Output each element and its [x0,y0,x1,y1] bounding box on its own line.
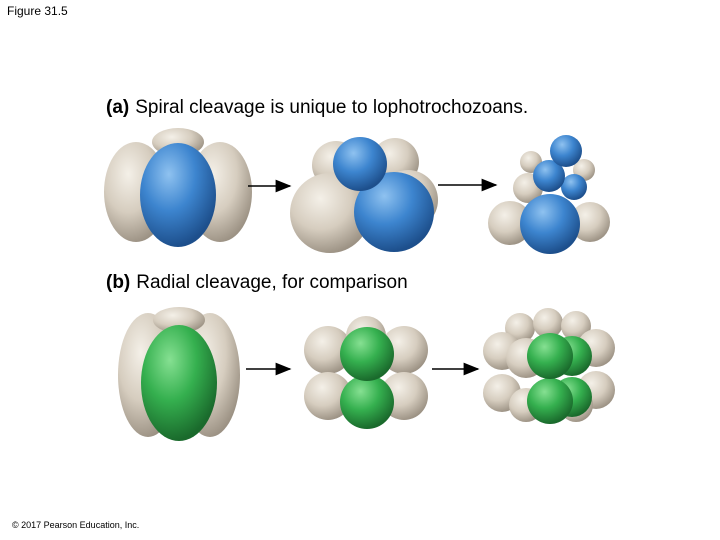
panel-a-tag: (a) [106,97,130,118]
spiral-8-cell-embryo [290,137,438,253]
panel-a-caption: Spiral cleavage is unique to lophotrocho… [135,97,529,118]
panel-b-title: (b)Radial cleavage, for comparison [106,272,408,294]
blue-micromere [333,137,387,191]
copyright-credit: © 2017 Pearson Education, Inc. [12,520,140,530]
radial-4-cell-embryo [118,307,240,441]
green-cell-upper [527,333,573,379]
blue-blastomere [140,143,216,247]
radial-8-cell-embryo [304,316,428,429]
panel-b-tag: (b) [106,272,131,293]
green-cell-upper [340,327,394,381]
green-blastomere [141,325,217,441]
blue-cell-middle [533,160,565,192]
green-cell-lower [340,375,394,429]
panel-b-caption: Radial cleavage, for comparison [136,272,408,293]
blue-cell-bottom [520,194,580,254]
figure-label: Figure 31.5 [7,4,68,18]
spiral-4-cell-embryo [104,128,252,247]
radial-16-cell-embryo [483,308,615,424]
blue-macromere [354,172,434,252]
green-cell-lower [527,378,573,424]
panel-a-title: (a)Spiral cleavage is unique to lophotro… [106,97,528,119]
blue-cell-top [550,135,582,167]
spiral-16-cell-embryo [488,135,610,254]
